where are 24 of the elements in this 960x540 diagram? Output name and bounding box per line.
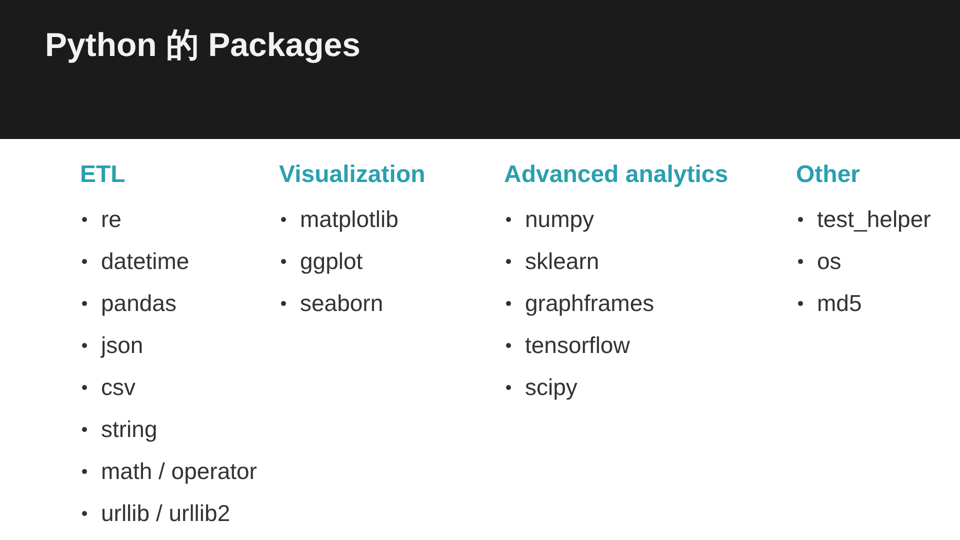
column-heading: Visualization	[279, 160, 426, 190]
list-item: re	[101, 204, 122, 234]
slide-title: Python 的 Packages	[45, 25, 360, 65]
list-item: tensorflow	[525, 330, 630, 360]
list-item: md5	[817, 288, 862, 318]
list-item: datetime	[101, 246, 190, 276]
list-item: test_helper	[817, 204, 931, 234]
list-item: string	[101, 414, 158, 444]
list-item: scipy	[525, 372, 578, 402]
list-item: sklearn	[525, 246, 600, 276]
list-item: os	[817, 246, 842, 276]
list-item: graphframes	[525, 288, 654, 318]
list-item: csv	[101, 372, 136, 402]
column-heading: ETL	[80, 160, 126, 190]
list-item: seaborn	[300, 288, 384, 318]
list-item: numpy	[525, 204, 594, 234]
list-item: json	[101, 330, 144, 360]
list-item: pandas	[101, 288, 176, 318]
list-item: matplotlib	[300, 204, 398, 234]
list-item: ggplot	[300, 246, 363, 276]
column-heading: Other	[796, 160, 862, 190]
list-item: math / operator	[101, 456, 257, 486]
list-item: urllib / urllib2	[101, 498, 230, 528]
column-heading: Advanced analytics	[504, 160, 728, 190]
